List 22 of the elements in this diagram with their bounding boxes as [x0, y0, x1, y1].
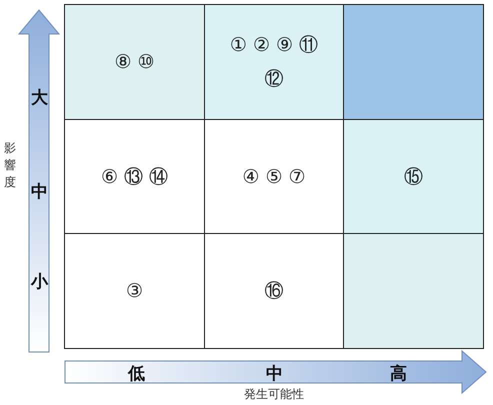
matrix-cell — [204, 4, 344, 120]
matrix-cell — [343, 118, 484, 234]
axis-label: 小 — [31, 271, 48, 293]
axis-label: 中 — [31, 181, 48, 203]
axis-label: 高 — [390, 363, 407, 385]
matrix-cell — [64, 4, 205, 120]
risk-numbers: ⑧ ⑩ — [113, 50, 156, 75]
axis-title: 発生可能性 — [244, 386, 304, 403]
matrix-cell — [343, 4, 484, 120]
axis-title: 影響度 — [4, 140, 17, 191]
axis-label: 低 — [128, 363, 145, 385]
risk-numbers: ① ② ⑨ ⑪ ⑫ — [228, 33, 320, 92]
axis-label: 大 — [31, 87, 48, 109]
matrix-cell — [64, 233, 205, 349]
risk-numbers: ⑯ — [264, 279, 284, 304]
matrix-cell — [204, 233, 344, 349]
matrix-cell — [343, 233, 484, 349]
axis-label: 中 — [266, 363, 283, 385]
risk-numbers: ④ ⑤ ⑦ — [241, 164, 307, 190]
risk-numbers: ⑮ — [403, 164, 424, 190]
risk-numbers: ③ — [124, 279, 144, 304]
risk-numbers: ⑥ ⑬ ⑭ — [100, 164, 170, 190]
